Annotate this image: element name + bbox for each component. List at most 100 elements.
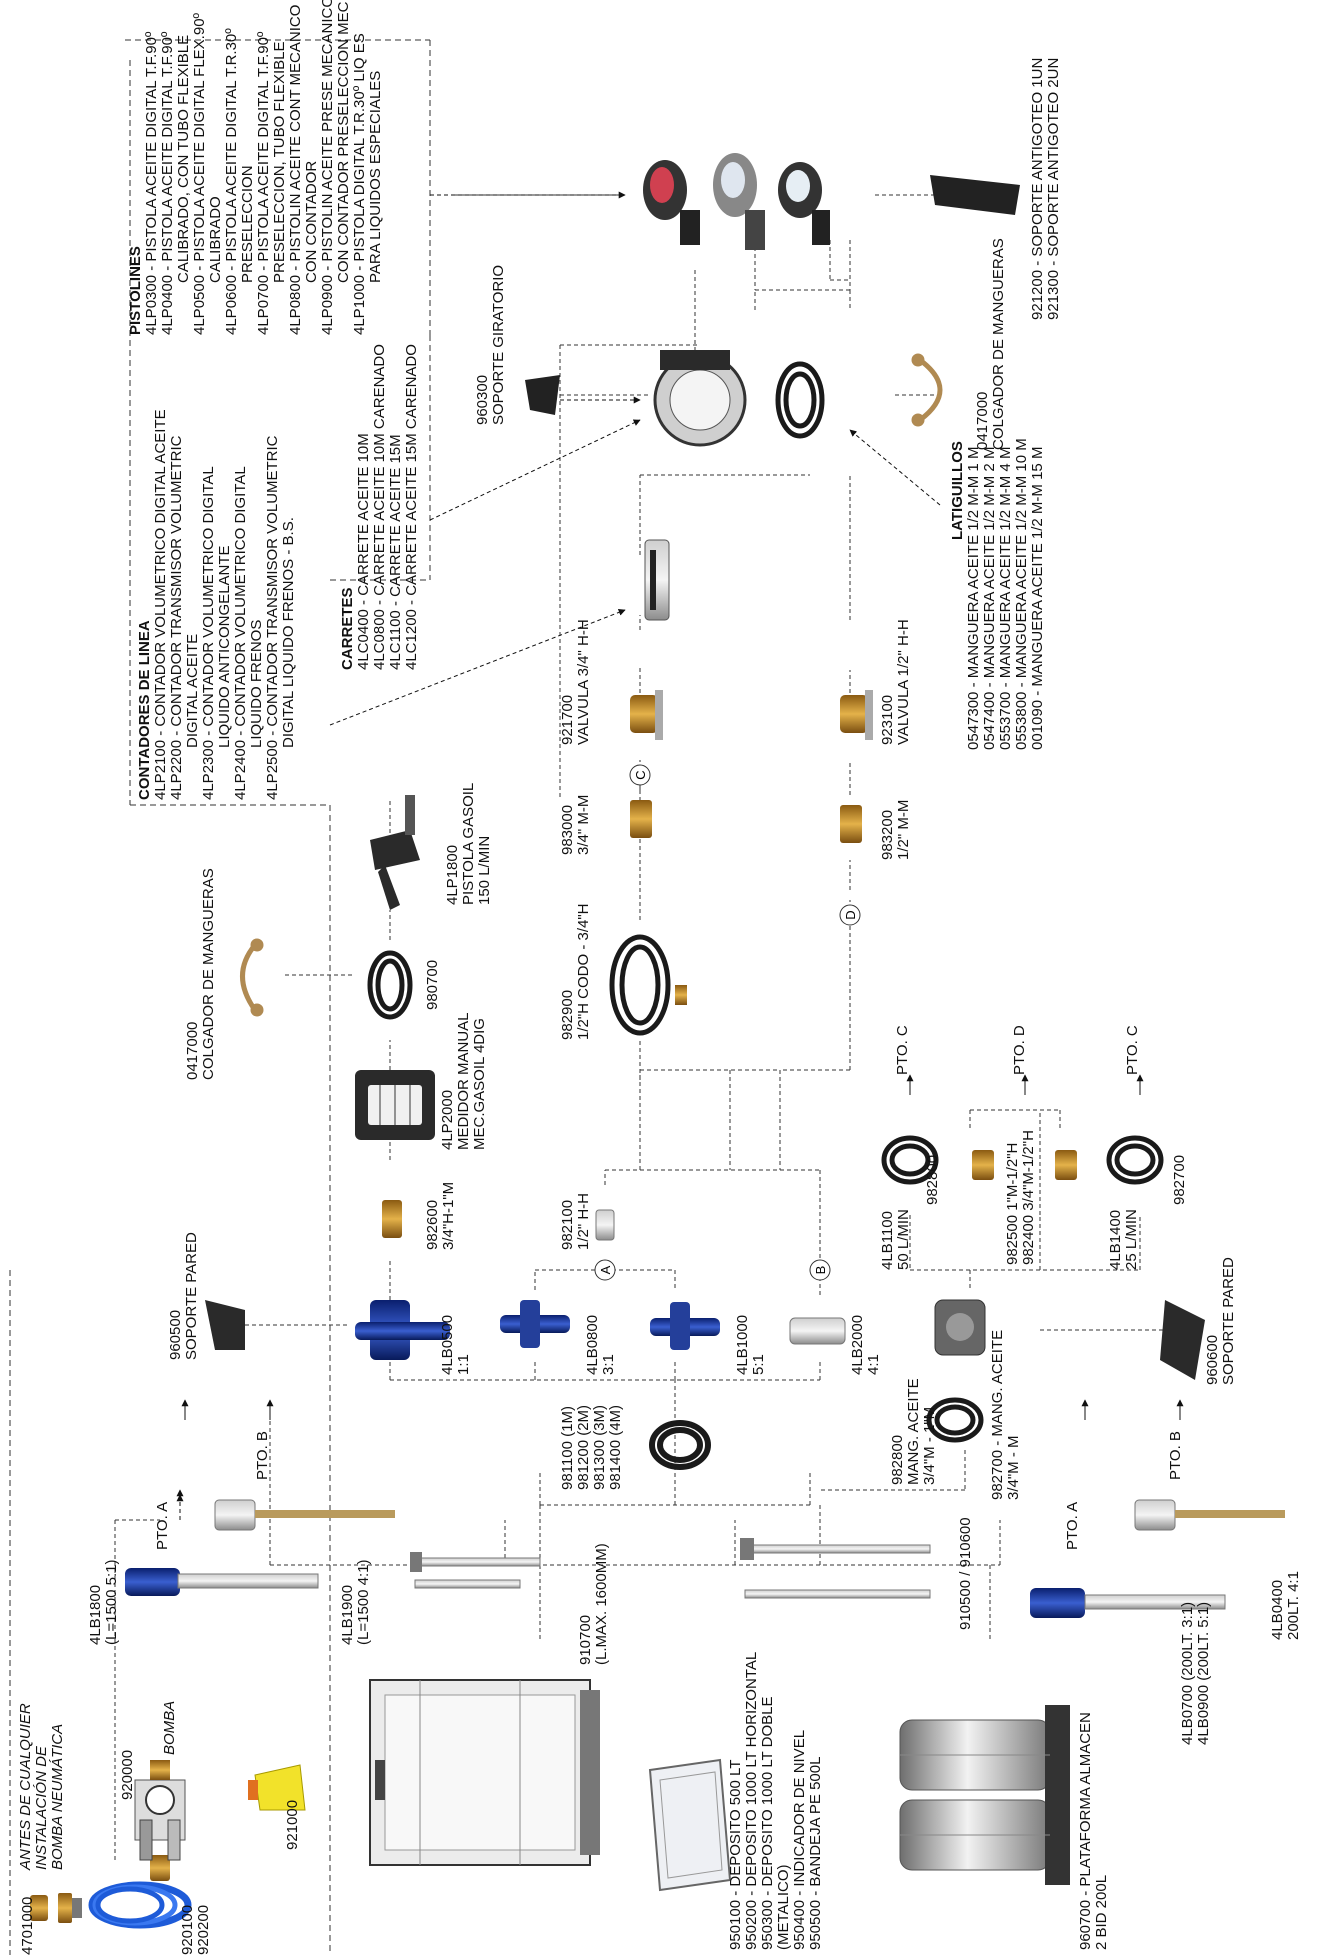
hose-982700b-icon — [1109, 1138, 1161, 1182]
deposit-tank-icon — [370, 1680, 600, 1865]
air-hose-coil-icon — [92, 1885, 188, 1925]
brass-fitting-icon — [150, 1855, 170, 1881]
line-meter-icon — [645, 540, 669, 620]
hose-latiguillo-icon — [778, 364, 822, 436]
fitting-982400-icon — [1055, 1150, 1077, 1180]
pump-4lb1800-icon — [125, 1568, 318, 1596]
p982800b-label: 982800 — [925, 1155, 941, 1205]
hose-980700-icon — [370, 953, 410, 1017]
pto-d-label: PTO. D — [1012, 1025, 1028, 1075]
electric-pump-icon — [935, 1300, 985, 1355]
pump-4lb1900-icon — [215, 1500, 395, 1530]
circle-b: B — [813, 1266, 828, 1275]
pump-4lb2000-icon — [790, 1318, 845, 1344]
hose-982900-icon — [612, 937, 687, 1033]
p910500-label: 910500 / 910600 — [958, 1517, 974, 1630]
contadores-label: CONTADORES DE LINEA 4LP2100 - CONTADOR V… — [137, 409, 297, 800]
p921000-label: 921000 — [285, 1800, 301, 1850]
circle-d: D — [843, 910, 858, 919]
storage-platform-icon — [900, 1705, 1070, 1885]
pto-a-label-2: PTO. A — [1065, 1502, 1081, 1550]
hose-hanger-0417000-icon — [243, 941, 262, 1014]
nipple-983200-icon — [840, 805, 862, 843]
pump-4lb0500-icon — [355, 1300, 450, 1360]
pump-4lb1000-icon — [650, 1302, 720, 1350]
pto-c-label-1: PTO. C — [895, 1025, 911, 1075]
oil-nozzle-icon-2 — [713, 153, 765, 250]
p982700b-label: 982700 — [1172, 1155, 1188, 1205]
fitting-982100-icon — [596, 1210, 614, 1240]
latiguillos-label: LATIGUILLOS 0547300 - MANGUERA ACEITE 1/… — [950, 438, 1046, 750]
oil-nozzle-icon-3 — [778, 162, 830, 245]
diesel-nozzle-4lp1800-icon — [370, 795, 420, 910]
valve-921700-icon — [630, 690, 663, 740]
suction-lance-910700-icon — [410, 1552, 540, 1588]
coupler-icon — [30, 1893, 82, 1923]
oil-nozzle-icon-1 — [643, 160, 700, 245]
hose-hanger-0417000b-icon — [914, 356, 940, 424]
drip-support-icon — [930, 175, 1020, 215]
pistolines-label: PISTOLINES 4LP0300 - PISTOLA ACEITE DIGI… — [128, 0, 384, 335]
p980700-label: 980700 — [425, 960, 441, 1010]
bomba-arrow-label: BOMBA — [162, 1701, 178, 1755]
nipple-983000-icon — [630, 800, 652, 838]
wall-support-960600-icon — [1160, 1300, 1205, 1380]
air-hose-981100-icon — [652, 1423, 708, 1467]
fitting-982600-icon — [382, 1200, 402, 1238]
hose-reel-icon — [655, 350, 745, 445]
p910700-label: 910700(L.MAX. 1600MM) — [578, 1543, 610, 1665]
pump-4lb0400-icon — [1135, 1500, 1285, 1530]
lb1400-label: 4LB140025 L/MIN — [1108, 1209, 1140, 1270]
fitting-982500-icon — [972, 1150, 994, 1180]
swivel-support-960300-icon — [525, 375, 560, 415]
wall-support-960500-icon — [205, 1300, 245, 1350]
lb1800-label: 4LB1800(L=1500 5:1) — [88, 1560, 120, 1645]
pto-c-label-2: PTO. C — [1125, 1025, 1141, 1075]
drip-tray-icon — [650, 1760, 730, 1890]
circle-c: C — [633, 770, 648, 779]
meter-4lp2000-icon — [355, 1070, 435, 1140]
pump-4lb0800-icon — [500, 1300, 570, 1348]
valve-923100-icon — [840, 690, 873, 740]
lb0700-label: 4LB0700 (200LT. 3:1)4LB0900 (200LT. 5:1) — [1180, 1602, 1212, 1745]
filter-regulator-icon — [135, 1760, 185, 1860]
p4701000-label: 4701000 — [20, 1897, 36, 1955]
pto-b-label-2: PTO. B — [1168, 1431, 1184, 1480]
p920100-label: 920100920200 — [180, 1905, 212, 1955]
bomba-note-label: ANTES DE CUALQUIER INSTALACIÓN DE BOMBA … — [18, 1703, 66, 1870]
pto-a-label-1: PTO. A — [155, 1502, 171, 1550]
p981100-label: 981100 (1M)981200 (2M)981300 (3M)981400 … — [560, 1405, 624, 1490]
pto-b-label-1: PTO. B — [255, 1431, 271, 1480]
p920000-label: 920000 — [120, 1750, 136, 1800]
suction-lance-910500-icon — [740, 1538, 930, 1598]
lb1900-label: 4LB1900(L=1500 4:1) — [340, 1560, 372, 1645]
circle-a: A — [598, 1265, 613, 1274]
